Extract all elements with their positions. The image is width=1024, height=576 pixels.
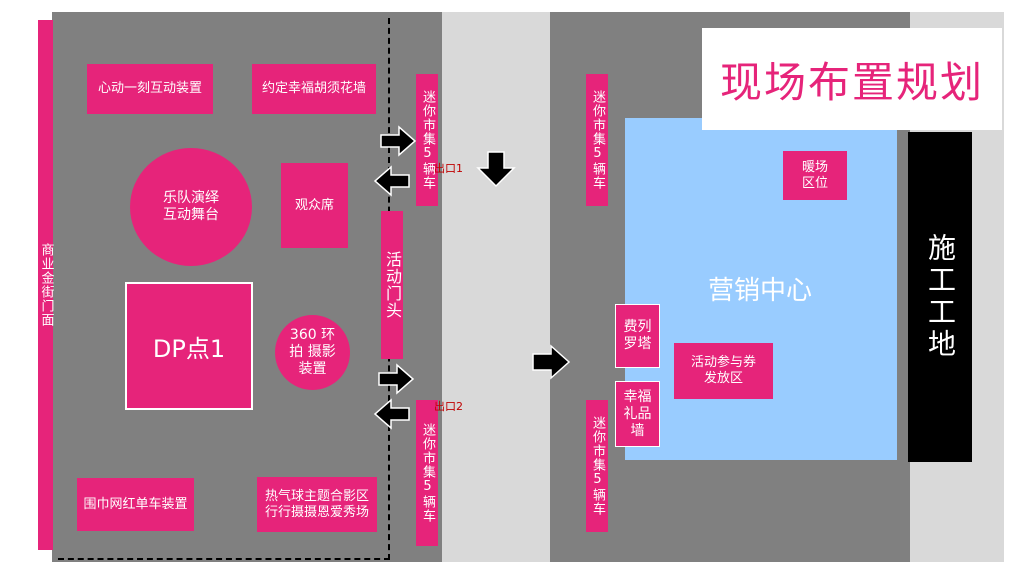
arrow-down-icon (476, 151, 516, 188)
activity-entrance-gate: 活动门头 (381, 211, 403, 359)
heart-moment-installation: 心动一刻互动装置 (87, 64, 213, 114)
arrow-left-icon (373, 398, 410, 430)
ferrero-tower: 费列 罗塔 (615, 304, 660, 368)
band-stage: 乐队演绎 互动舞台 (130, 148, 252, 266)
arrow-right-icon (532, 344, 571, 380)
exit-label-2: 出口2 (434, 400, 463, 413)
exit-label-1: 出口1 (434, 162, 463, 175)
mini-market-bottom-left: 迷你市集5辆车 (416, 400, 438, 546)
mini-market-top-right: 迷你市集5辆车 (586, 74, 608, 206)
construction-site: 施工工地 (908, 132, 972, 462)
arrow-left-icon (373, 165, 410, 197)
mini-market-top-left: 迷你市集5辆车 (416, 74, 438, 206)
arrow-right-icon (380, 125, 417, 157)
photo-360-device: 360 环 拍 摄影 装置 (275, 315, 350, 390)
warm-up-zone: 暖场 区位 (783, 151, 847, 200)
arrow-right-icon (378, 363, 415, 395)
sales-center-area (625, 118, 897, 460)
balloon-photo-zone: 热气球主题合影区 行行摄摄恩爱秀场 (257, 477, 377, 532)
sales-center-label: 营销中心 (707, 275, 812, 306)
audience-seating: 观众席 (281, 163, 348, 248)
commercial-street-strip: 商业金街门面 (38, 20, 54, 550)
dp-point: DP点1 (125, 282, 253, 410)
mini-market-bottom-right: 迷你市集5辆车 (586, 400, 608, 532)
coupon-distribution-area: 活动参与券 发放区 (674, 343, 773, 399)
road-left (442, 12, 550, 562)
page-title: 现场布置规划 (702, 28, 1002, 130)
happiness-gift-wall: 幸福 礼品 墙 (615, 381, 660, 447)
pledge-flower-wall: 约定幸福胡须花墙 (252, 64, 376, 114)
bike-installation: 围巾网红单车装置 (77, 478, 194, 531)
